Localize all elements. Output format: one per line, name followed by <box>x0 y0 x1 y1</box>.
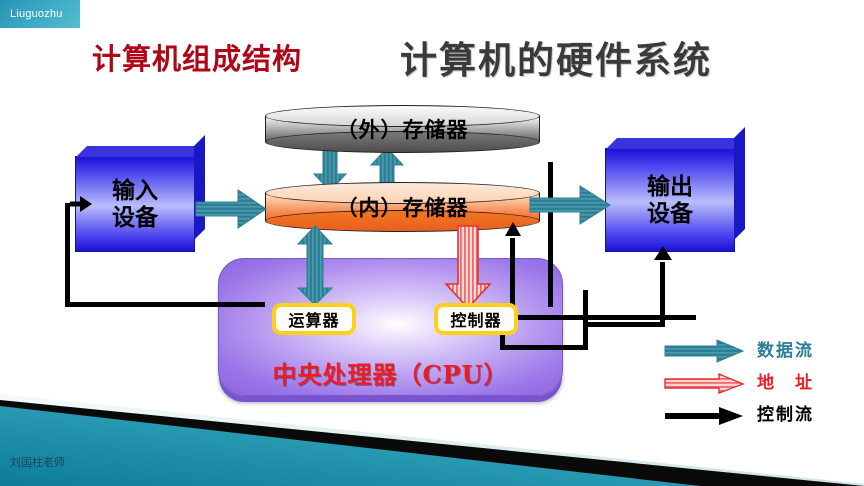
bottom-decoration <box>0 394 864 486</box>
output-device-box: 输出 设备 <box>605 127 745 252</box>
control-line-controller-to-right <box>516 315 696 320</box>
page-subtitle: 计算机组成结构 <box>92 42 303 76</box>
data-arrow-memory-to-output <box>529 185 612 225</box>
control-line-left-vertical <box>65 203 70 307</box>
legend-row-data-flow: 数据流 <box>664 336 855 368</box>
control-line-left-horizontal <box>65 302 265 307</box>
data-flow-icon <box>664 339 745 363</box>
external-storage-label: （外）存储器 <box>336 117 469 142</box>
footer-author: 刘国柱老师 <box>10 456 65 469</box>
control-line-output-vertical <box>660 262 665 324</box>
cpu-label: 中央处理器（CPU） <box>272 360 509 389</box>
control-line-loop-bottom-horizontal <box>500 345 588 350</box>
internal-storage-cylinder: （内）存储器 <box>265 182 540 232</box>
author-badge: Liuguozhu <box>0 0 80 28</box>
address-icon <box>664 372 745 395</box>
control-line-loop-right-vertical <box>583 290 588 350</box>
external-storage-bottom <box>265 131 540 153</box>
legend-row-control-flow: 控制流 <box>665 400 855 432</box>
control-arrow-into-int-storage <box>504 222 522 242</box>
control-line-output-bottom <box>585 322 665 327</box>
legend: 数据流 地 址 <box>664 336 855 432</box>
control-flow-icon <box>665 406 745 426</box>
page-title: 计算机的硬件系统 <box>400 38 712 82</box>
control-arrow-into-output <box>653 246 673 268</box>
control-arrow-into-input <box>68 194 92 214</box>
internal-storage-top <box>265 182 540 204</box>
external-storage-cylinder: （外）存储器 <box>265 105 540 153</box>
controller-label: 控制器 <box>450 311 502 330</box>
input-device-label-line1: 输入 <box>112 176 158 204</box>
output-device-side-face <box>734 127 745 240</box>
input-device-label-line2: 设备 <box>112 204 158 231</box>
input-device-box: 输入 设备 <box>75 135 205 252</box>
control-line-center-right-vertical <box>548 162 553 307</box>
external-storage-top <box>265 105 540 127</box>
control-line-to-int-storage <box>510 238 515 318</box>
address-arrow-to-controller <box>444 225 492 310</box>
controller-box: 控制器 <box>434 303 518 335</box>
legend-row-address: 地 址 <box>664 368 855 400</box>
input-device-top-face <box>76 146 205 157</box>
legend-label-address: 地 址 <box>757 373 814 393</box>
output-device-top-face <box>606 138 745 149</box>
alu-box: 运算器 <box>272 303 356 335</box>
internal-storage-label: （内）存储器 <box>336 195 469 220</box>
alu-label: 运算器 <box>288 311 340 330</box>
legend-label-data-flow: 数据流 <box>757 341 814 361</box>
legend-label-control-flow: 控制流 <box>757 405 814 425</box>
output-device-label-line1: 输出 <box>647 172 693 200</box>
output-device-label-line2: 设备 <box>647 200 693 227</box>
data-arrow-memory-alu-bidirectional <box>296 225 334 306</box>
data-arrow-input-to-memory <box>195 189 268 229</box>
